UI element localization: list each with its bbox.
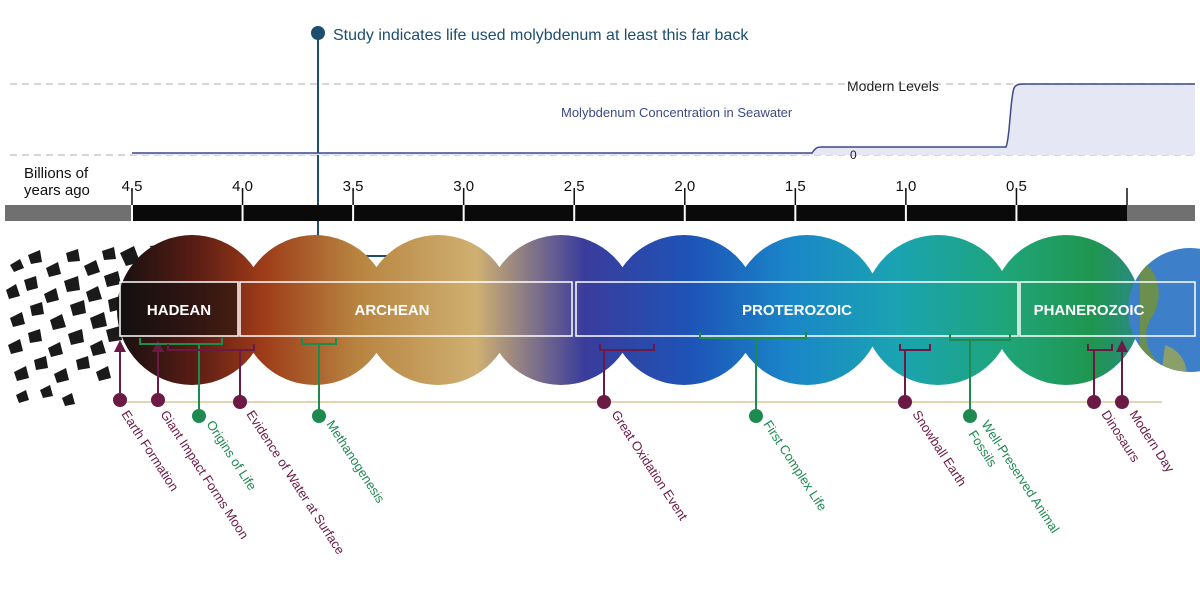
axis-title-line2: years ago bbox=[24, 182, 90, 199]
molybdenum-chart: Modern Levels Molybdenum Concentration i… bbox=[10, 78, 1195, 162]
axis-tick-label: 4.5 bbox=[122, 178, 143, 195]
great-oxidation-label: Great Oxidation Event bbox=[608, 407, 690, 523]
first-complex-life-label: First Complex Life bbox=[760, 417, 830, 513]
hadean-label: HADEAN bbox=[147, 302, 211, 319]
animal-fossils-label-line1: Well-Preserved Animal bbox=[978, 417, 1062, 535]
arrow-up-icon bbox=[114, 340, 126, 352]
proterozoic-label: PROTEROZOIC bbox=[742, 302, 852, 319]
eon-circle bbox=[609, 235, 759, 385]
axis-tick-label: 1.5 bbox=[785, 178, 806, 195]
axis-tick-label: 2.5 bbox=[564, 178, 585, 195]
axis-tick-label: 0.5 bbox=[1006, 178, 1027, 195]
time-axis: Billions of years ago 4.5 4.0 3.5 3.0 2.5 2.0… bbox=[5, 165, 1195, 221]
arrow-up-icon bbox=[152, 340, 164, 352]
study-indicator: Study indicates life used molybdenum at … bbox=[306, 26, 749, 262]
axis-title-line1: Billions of bbox=[24, 165, 89, 182]
hadean-box bbox=[119, 281, 239, 337]
methanogenesis-label: Methanogenesis bbox=[323, 417, 388, 506]
eon-circle bbox=[991, 235, 1141, 385]
axis-tick-label: 3.5 bbox=[343, 178, 364, 195]
eon-band: HADEAN ARCHEAN PROTEROZOIC PHANEROZOIC bbox=[6, 235, 1200, 406]
earth-globe bbox=[1128, 248, 1200, 372]
eon-circle bbox=[863, 235, 1013, 385]
study-note-text: Study indicates life used molybdenum at … bbox=[333, 27, 749, 44]
axis-tick-label: 1.0 bbox=[895, 178, 916, 195]
archean-box bbox=[239, 281, 573, 337]
concentration-curve bbox=[132, 83, 1195, 154]
phanerozoic-label: PHANEROZOIC bbox=[1034, 302, 1145, 319]
snowball-earth-label: Snowball Earth bbox=[909, 407, 969, 489]
concentration-area-fill bbox=[132, 84, 1195, 155]
axis-tick-label: 2.0 bbox=[674, 178, 695, 195]
eon-circle bbox=[486, 235, 636, 385]
modern-levels-label: Modern Levels bbox=[847, 78, 939, 94]
eon-circle bbox=[363, 235, 513, 385]
eon-circle bbox=[732, 235, 882, 385]
zero-level-label: 0 bbox=[850, 148, 857, 162]
axis-tick-label: 4.0 bbox=[232, 178, 253, 195]
axis-bar-left-gray bbox=[5, 205, 132, 221]
axis-bar-black bbox=[132, 205, 1127, 221]
chart-title-label: Molybdenum Concentration in Seawater bbox=[561, 105, 793, 120]
archean-label: ARCHEAN bbox=[355, 302, 430, 319]
eon-circle bbox=[240, 235, 390, 385]
axis-ticks: 4.5 4.0 3.5 3.0 2.5 2.0 1.5 1.0 0.5 bbox=[122, 178, 1128, 221]
phanerozoic-box bbox=[1019, 281, 1196, 337]
axis-tick-label: 3.0 bbox=[453, 178, 474, 195]
axis-bar-right-gray bbox=[1127, 205, 1195, 221]
arrow-up-icon bbox=[1116, 340, 1128, 352]
proterozoic-box bbox=[575, 281, 1019, 337]
